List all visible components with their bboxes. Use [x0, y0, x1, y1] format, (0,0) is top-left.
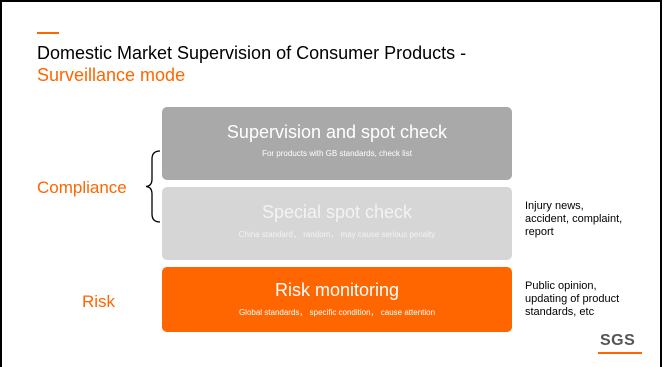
- risk-monitoring-box: Risk monitoring Global standards， specif…: [162, 267, 512, 332]
- risk-monitoring-note: Public opinion, updating of product stan…: [525, 280, 620, 318]
- box-title: Supervision and spot check: [226, 122, 448, 142]
- supervision-spot-check-box: Supervision and spot check For products …: [162, 107, 512, 180]
- special-check-note: Injury news, accident, complaint, report: [525, 200, 623, 238]
- title-main: Domestic Market Supervision of Consumer …: [37, 43, 467, 63]
- risk-label: Risk: [82, 292, 116, 311]
- box-description: For products with GB standards, check li…: [262, 149, 412, 158]
- box-description: China standard， random， may cause seriou…: [238, 230, 436, 239]
- box-title: Risk monitoring: [274, 280, 400, 300]
- box-title: Special spot check: [261, 202, 413, 222]
- sgs-logo: SGS: [600, 332, 636, 349]
- special-spot-check-box: Special spot check China standard， rando…: [162, 187, 512, 260]
- box-description: Global standards， specific condition， ca…: [238, 308, 436, 317]
- title-accent-line: [37, 32, 59, 34]
- compliance-label: Compliance: [37, 178, 127, 197]
- title-subtitle: Surveillance mode: [37, 65, 186, 85]
- logo-underline: [598, 352, 642, 354]
- compliance-brace: [145, 150, 161, 223]
- slide-title: Domestic Market Supervision of Consumer …: [37, 42, 637, 86]
